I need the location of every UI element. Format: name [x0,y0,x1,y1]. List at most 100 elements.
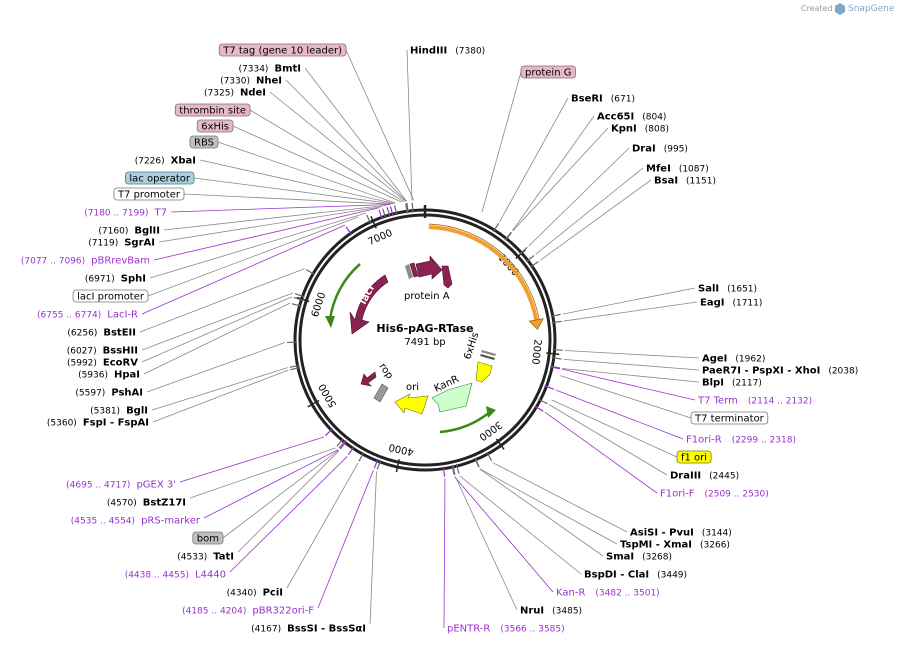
feature-label: bom [197,534,219,545]
site-position: (6027) [67,347,97,357]
site-position: (7334) [239,65,269,75]
site-position: (671) [611,95,635,105]
site-position: (6971) [85,275,115,285]
his-tag-marks [480,350,496,360]
site-name: HpaI [114,370,140,381]
site-position: (7325) [204,89,234,99]
snapgene-logo-icon [835,3,845,15]
primer-name: Kan-R [556,588,585,599]
plasmid-name: His6-pAG-RTase [376,322,473,335]
ori-feature[interactable] [394,393,429,415]
primer-name: F1ori-F [660,489,695,500]
site-name: PciI [263,588,283,599]
site-name: TspMI - XmaI [620,540,692,551]
site-position: (5992) [67,359,97,369]
site-name: XbaI [171,156,196,167]
site-name: BssSI - BssSαI [287,624,366,635]
site-position: (1711) [732,299,762,309]
site-name: BlpI [702,378,724,389]
site-name: TatI [213,552,234,563]
feature-label: f1 ori [681,453,707,464]
feature-label-rop: rop [377,361,395,381]
site-position: (3144) [702,529,732,539]
site-name: EcoRV [103,358,138,369]
primer-name: pBR322ori-F [252,606,314,617]
site-position: (1651) [727,285,757,295]
feature-label: lac operator [129,174,190,185]
protein-g-feature-arc[interactable] [428,223,544,330]
site-name: BspDI - ClaI [584,570,649,581]
site-position: (7160) [98,227,128,237]
primer-name: pRS-marker [141,516,201,527]
site-position: (7380) [455,47,485,57]
site-name: BglII [134,226,160,237]
feature-label-ori: ori [406,382,419,393]
site-name: SphI [121,274,146,285]
site-name: AsiSI - PvuI [630,528,694,539]
feature-label: T7 promoter [117,190,181,201]
site-name: DraI [632,144,656,155]
site-position: (808) [645,125,669,135]
credit-created-by: Created by [801,4,845,13]
site-name: AgeI [702,354,727,365]
protein-a-feature[interactable] [405,255,453,289]
site-position: (7119) [88,239,118,249]
site-position: (804) [642,113,666,123]
primer-name: L4440 [195,570,226,581]
tick-label: 7000 [367,228,395,248]
site-position: (4167) [251,625,281,635]
site-name: KpnI [611,124,637,135]
feature-label: protein G [525,68,571,79]
primer-position: (2114 .. 2132) [748,397,812,407]
plasmid-size: 7491 bp [404,337,445,348]
feature-label-protein-a: protein A [404,291,450,302]
site-name: PshAI [111,388,143,399]
primer-position: (3566 .. 3585) [500,625,564,635]
site-position: (5936) [78,371,108,381]
site-name: BglI [126,406,148,417]
primer-position: (3482 .. 3501) [595,589,659,599]
site-position: (7330) [220,77,250,87]
feature-label: T7 tag (gene 10 leader) [222,46,342,57]
primer-position: (2299 .. 2318) [732,436,796,446]
site-position: (1087) [679,165,709,175]
tick-label: 4000 [388,441,415,457]
kanr-feature[interactable] [431,382,473,413]
primer-name: LacI-R [107,310,138,321]
green-arrow-right [439,406,496,434]
site-name: SgrAI [124,238,155,249]
primer-position: (4535 .. 4554) [71,517,135,527]
site-name: BstZ17I [143,498,186,509]
site-position: (3268) [642,553,672,563]
site-name: SmaI [606,552,634,563]
site-position: (995) [664,145,688,155]
feature-label: 6xHis [201,122,229,133]
site-name: DraIII [670,471,701,482]
yellow-arrow-terminator [475,361,493,383]
site-position: (2038) [828,367,858,377]
primer-name: T7 Term [697,396,738,407]
site-name: EagI [700,298,724,309]
laci-feature[interactable] [349,274,389,335]
label-connector-lines [139,49,700,629]
feature-label: T7 terminator [694,414,765,425]
site-position: (3485) [552,607,582,617]
site-name: NruI [520,606,544,617]
site-position: (4340) [227,589,257,599]
site-position: (5381) [90,407,120,417]
site-position: (5360) [47,419,77,429]
primer-name: pBRrevBam [91,256,150,267]
site-name: MfeI [646,164,671,175]
tick-label: 5000 [317,381,339,409]
site-marks [287,202,563,477]
primer-name: pGEX 3' [136,480,176,491]
site-name: BmtI [274,64,301,75]
primer-position: (4185 .. 4204) [182,607,246,617]
feature-label: lacI promoter [77,292,145,303]
rop-feature[interactable] [360,371,389,403]
site-name: SalI [698,284,719,295]
site-name: HindIII [410,46,447,57]
site-name: Acc65I [597,112,634,123]
feature-label-6xhis: 6xHis [462,331,481,361]
